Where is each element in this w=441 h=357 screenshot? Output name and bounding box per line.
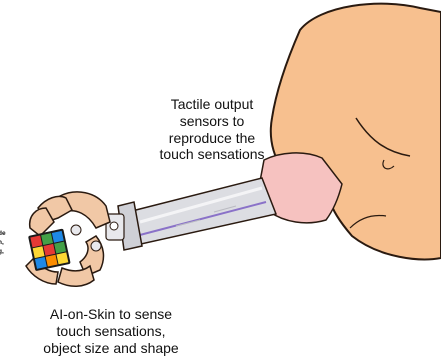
tactile-line: reproduce the [150, 130, 274, 147]
rubiks-cube [28, 229, 71, 272]
aiskin-line: object size and shape [26, 340, 196, 357]
aiskin-line: touch sensations, [26, 323, 196, 340]
clipped-line: n, [0, 239, 12, 248]
tactile-line: touch sensations [150, 146, 274, 163]
tactile-line: Tactile output [150, 96, 274, 113]
tactile-line: sensors to [150, 113, 274, 130]
clipped-side-label: de n, g, [0, 230, 12, 256]
tactile-output-label: Tactile output sensors to reproduce the … [150, 96, 274, 163]
clipped-line: de [0, 230, 12, 239]
aiskin-line: AI-on-Skin to sense [26, 306, 196, 323]
ai-on-skin-label: AI-on-Skin to sense touch sensations, ob… [26, 306, 196, 356]
prosthetic-arm [106, 178, 276, 250]
clipped-line: g, [0, 248, 12, 257]
